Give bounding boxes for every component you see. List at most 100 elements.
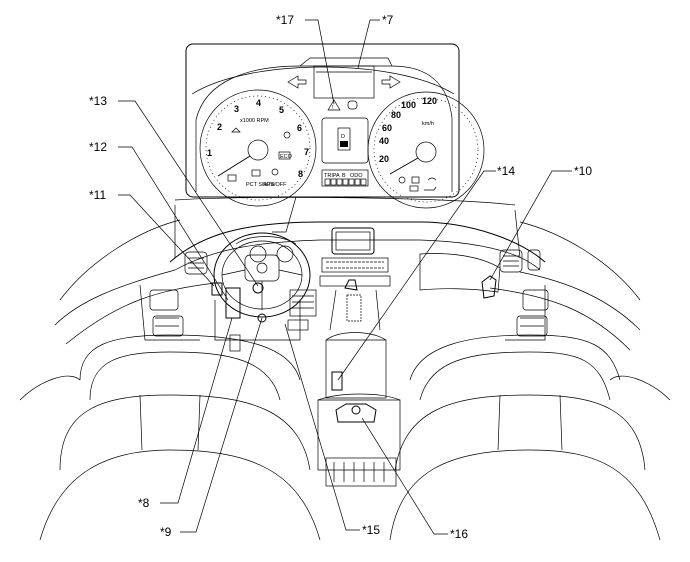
rear-console-sensor xyxy=(335,403,377,423)
brake-system-icon xyxy=(347,100,358,110)
callout-11: *11 xyxy=(89,188,106,202)
gear-label: D xyxy=(341,134,345,140)
washer-icon xyxy=(427,177,437,181)
speed-tick-120: 120 xyxy=(422,96,437,106)
svg-text:!: ! xyxy=(332,105,334,111)
eco-indicator xyxy=(278,151,291,160)
eco-label: ECO xyxy=(280,154,293,160)
tach-tick-5: 5 xyxy=(279,105,284,115)
battery-icon xyxy=(251,169,261,177)
steering-hub xyxy=(244,254,280,282)
inset-pointer xyxy=(272,196,297,233)
right-door-panel xyxy=(505,285,546,341)
callout-13: *13 xyxy=(89,94,107,108)
climate-panel xyxy=(321,257,389,273)
display-body xyxy=(321,117,369,164)
center-multi-display: ! D TRIP A B ODO xyxy=(287,65,401,187)
shift-indicator xyxy=(337,127,351,151)
speed-tick-40: 40 xyxy=(379,136,389,146)
fuel-icon xyxy=(398,176,406,184)
callout-14: *14 xyxy=(497,164,515,178)
odo-display xyxy=(321,169,369,187)
ignition-switch xyxy=(257,313,267,323)
glove-box-component xyxy=(481,275,497,299)
brake-icon xyxy=(227,174,237,182)
tach-unit: x1000 RPM xyxy=(240,118,269,124)
turn-left-arrow-icon xyxy=(287,75,307,89)
oil-icon xyxy=(271,168,279,176)
tach-tick-3: 3 xyxy=(234,104,239,114)
rear-vents xyxy=(325,457,397,487)
callout-10: *10 xyxy=(574,164,592,178)
navigation-display xyxy=(331,227,375,255)
callout-8: *8 xyxy=(138,496,150,510)
console-component xyxy=(331,371,343,391)
tach-tick-7: 7 xyxy=(304,147,309,157)
leader-10 xyxy=(489,170,572,281)
front-right-seat xyxy=(389,334,661,541)
leader-lines xyxy=(118,19,572,535)
leader-13 xyxy=(118,100,259,287)
leader-8 xyxy=(160,317,233,504)
odo-a: A xyxy=(336,173,340,179)
left-window-switch xyxy=(152,315,184,337)
speed-hub xyxy=(415,141,437,163)
leader-9 xyxy=(180,317,263,533)
glove-box xyxy=(419,253,501,293)
tach-tick-4: 4 xyxy=(256,98,261,108)
spiral-cable xyxy=(252,282,264,294)
master-warning-icon xyxy=(327,99,341,111)
tach-tick-6: 6 xyxy=(297,123,302,133)
leader-7 xyxy=(357,19,380,69)
tach-needle xyxy=(217,155,251,177)
pct-snow-label: PCT SNOW xyxy=(246,182,276,188)
steering-wheel xyxy=(213,232,311,318)
callout-15: *15 xyxy=(362,523,380,537)
shift-lever xyxy=(344,279,358,291)
left-vent xyxy=(184,251,208,275)
leader-14 xyxy=(337,170,496,381)
shift-fill xyxy=(340,141,348,147)
front-left-seat xyxy=(39,334,321,541)
display-top-screen xyxy=(313,65,375,99)
odo-b: B xyxy=(342,173,346,179)
tach-tick-8: 8 xyxy=(298,169,303,179)
odo-trip: TRIP xyxy=(324,173,337,179)
leader-12 xyxy=(118,146,229,301)
trunk-icon xyxy=(424,186,437,191)
turn-right-arrow-icon xyxy=(381,75,401,89)
tach-tick-1: 1 xyxy=(207,148,212,158)
speed-unit: km/h xyxy=(422,121,434,127)
callout-16: *16 xyxy=(450,527,468,541)
tach-tick-2: 2 xyxy=(217,122,222,132)
tachometer: 1 2 3 4 5 6 7 8 x1000 RPM ECO PCT SNOW A… xyxy=(199,89,317,207)
callout-labels: *17 *7 *13 *12 *11 *14 *10 *8 *9 *15 *16 xyxy=(89,13,592,541)
dashboard-top xyxy=(169,221,546,263)
speed-tick-60: 60 xyxy=(382,123,392,133)
callout-12: *12 xyxy=(89,140,107,154)
right-window-switch xyxy=(516,315,548,337)
leader-17 xyxy=(305,19,335,105)
seatbelt-icon xyxy=(283,131,291,139)
callout-9: *9 xyxy=(160,525,172,539)
speed-tick-80: 80 xyxy=(391,110,401,120)
leader-16 xyxy=(361,417,448,535)
callout-17: *17 xyxy=(276,13,294,27)
speed-tick-20: 20 xyxy=(379,154,389,164)
odo-odo: ODO xyxy=(350,173,363,179)
center-console xyxy=(317,332,401,487)
leader-11 xyxy=(118,194,215,287)
aps-off-label: APS OFF xyxy=(263,182,287,188)
car-interior xyxy=(19,197,671,541)
column-switch xyxy=(225,287,241,319)
callout-7: *7 xyxy=(382,13,394,27)
right-vent xyxy=(499,249,523,273)
warning-light-icon xyxy=(231,127,241,133)
brake-pedal xyxy=(229,334,241,352)
door-icon xyxy=(409,185,419,192)
speed-needle xyxy=(389,157,419,175)
speedometer: 20 40 60 80 100 120 km/h xyxy=(367,91,485,209)
instrument-cluster-inset: 1 2 3 4 5 6 7 8 x1000 RPM ECO PCT SNOW A… xyxy=(185,43,485,209)
speed-tick-100: 100 xyxy=(401,100,416,110)
